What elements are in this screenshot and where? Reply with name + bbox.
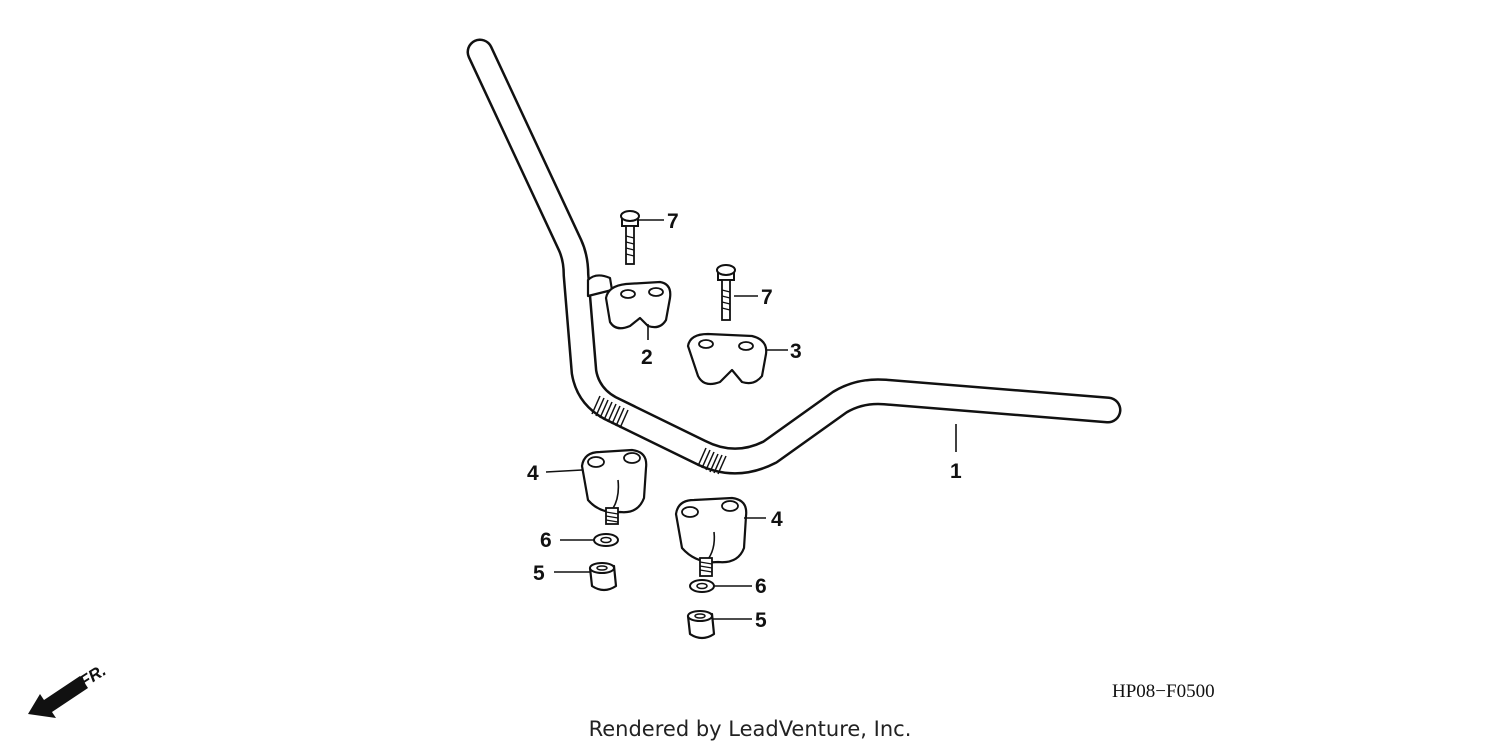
washer-6-a[interactable]: [593, 533, 619, 547]
callout-2: 2: [641, 346, 653, 369]
callout-7-mid: 7: [761, 286, 773, 309]
callout-3: 3: [790, 340, 802, 363]
upper-holder-2[interactable]: [586, 274, 672, 330]
callout-4-left: 4: [527, 462, 539, 485]
callout-7-top: 7: [667, 210, 679, 233]
bolt-7-a[interactable]: [620, 210, 640, 265]
nut-5-b[interactable]: [686, 610, 716, 640]
callout-4-right: 4: [771, 508, 783, 531]
upper-holder-3[interactable]: [686, 332, 768, 386]
bolt-7-b[interactable]: [716, 264, 736, 321]
front-arrow-icon: FR.: [28, 661, 109, 718]
callout-5-right: 5: [755, 609, 767, 632]
knurl-right: [697, 447, 727, 475]
callout-6-left: 6: [540, 529, 552, 552]
washer-6-b[interactable]: [689, 579, 715, 593]
lower-holder-4-b[interactable]: [674, 496, 748, 577]
leader-lines: [545, 219, 957, 620]
lower-holder-4-a[interactable]: [580, 448, 648, 525]
nut-5-a[interactable]: [588, 562, 618, 592]
callout-5-left: 5: [533, 562, 545, 585]
diagram-code: HP08−F0500: [1112, 681, 1215, 702]
callout-1: 1: [950, 460, 962, 483]
callout-6-right: 6: [755, 575, 767, 598]
knurl-left: [591, 395, 629, 429]
handlebar[interactable]: [466, 38, 1122, 475]
credit-text: Rendered by LeadVenture, Inc.: [589, 717, 912, 741]
